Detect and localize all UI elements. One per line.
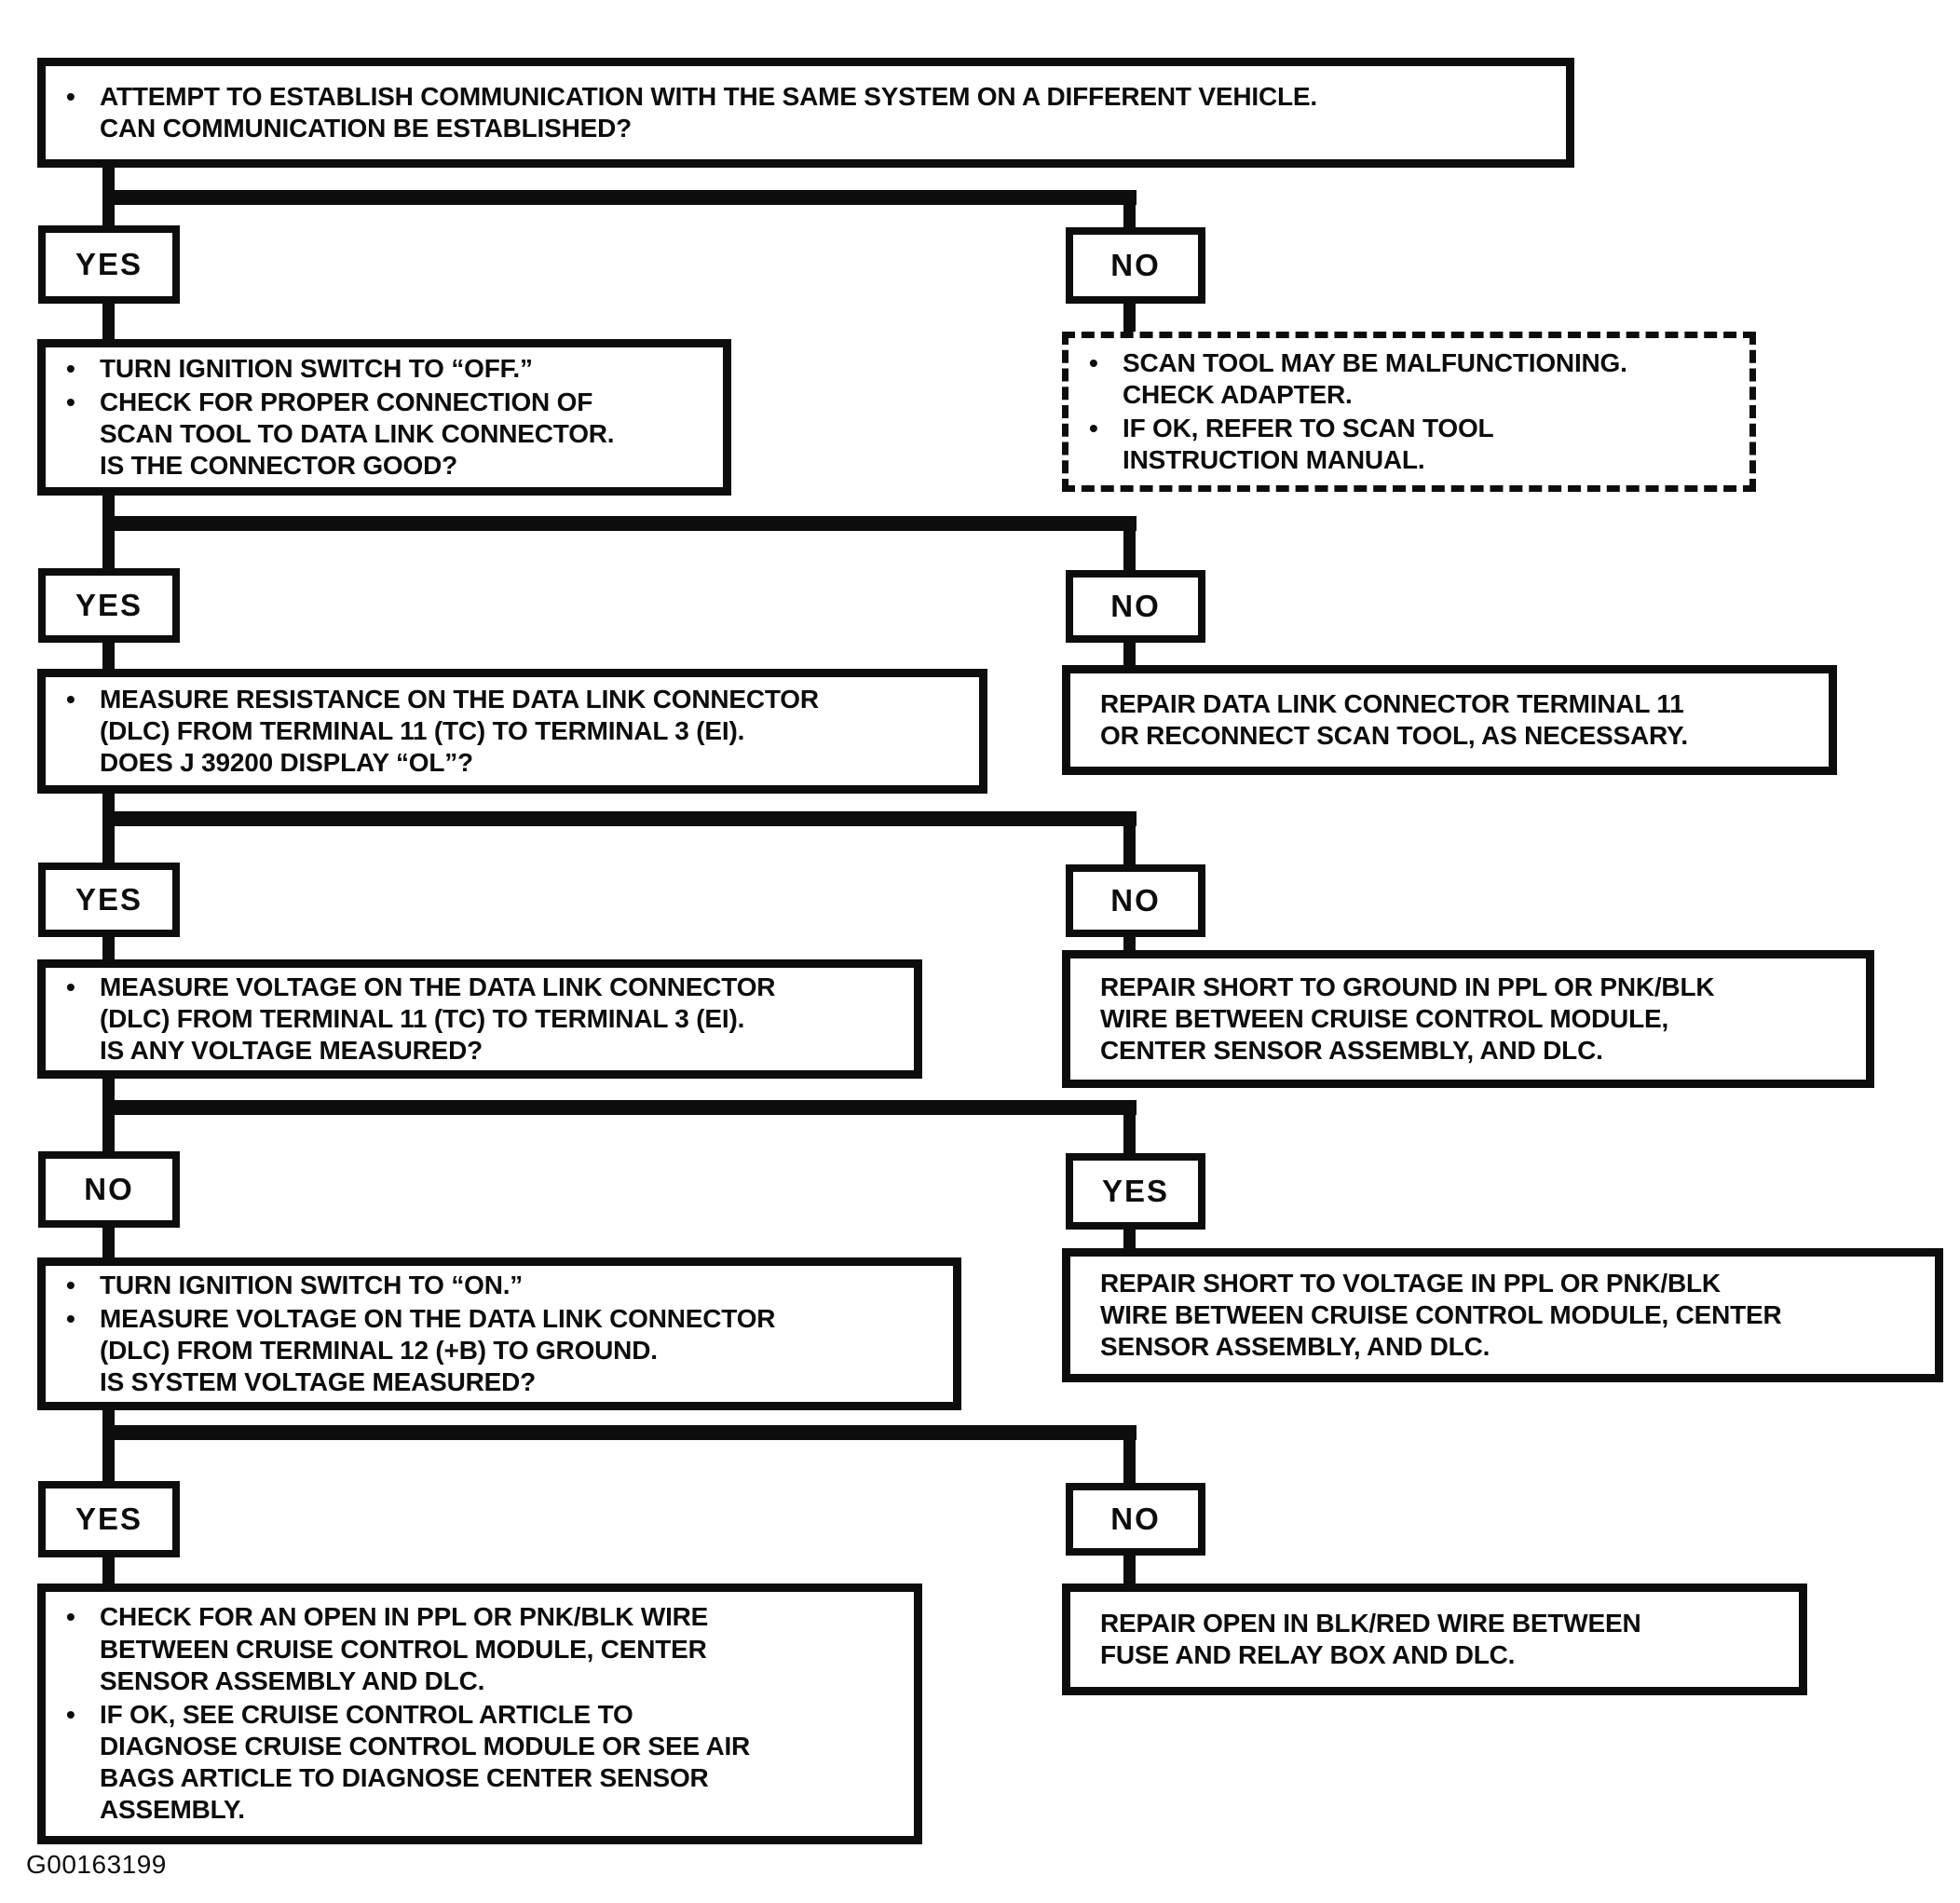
- result-box-repair-dlc-terminal: REPAIR DATA LINK CONNECTOR TERMINAL 11 O…: [1062, 665, 1837, 775]
- connector-line-vertical: [102, 1556, 115, 1584]
- box-text-line: • MEASURE VOLTAGE ON THE DATA LINK CONNEC…: [66, 1303, 936, 1398]
- box-text: REPAIR DATA LINK CONNECTOR TERMINAL 11 O…: [1100, 688, 1688, 750]
- connector-line-horizontal: [102, 811, 1137, 826]
- connector-line-vertical: [1123, 811, 1136, 864]
- step-box-measure-voltage: • MEASURE VOLTAGE ON THE DATA LINK CONNEC…: [37, 959, 922, 1079]
- box-text-line: • CHECK FOR AN OPEN IN PPL OR PNK/BLK WIR…: [66, 1601, 897, 1696]
- decision-label-yes: YES: [38, 863, 180, 937]
- box-text-line: • IF OK, SEE CRUISE CONTROL ARTICLE TO DI…: [66, 1699, 897, 1827]
- box-text: TURN IGNITION SWITCH TO “OFF.”: [100, 353, 533, 383]
- connector-line-vertical: [1123, 1425, 1136, 1483]
- connector-line-vertical: [102, 302, 115, 341]
- box-text: ATTEMPT TO ESTABLISH COMMUNICATION WITH …: [100, 81, 1317, 143]
- box-text-line: REPAIR SHORT TO GROUND IN PPL OR PNK/BLK…: [1091, 972, 1849, 1067]
- box-text: TURN IGNITION SWITCH TO “ON.”: [100, 1270, 524, 1299]
- box-text-line: REPAIR OPEN IN BLK/RED WIRE BETWEEN FUSE…: [1091, 1608, 1782, 1671]
- box-text: CHECK FOR AN OPEN IN PPL OR PNK/BLK WIRE…: [100, 1602, 709, 1695]
- connector-line-vertical: [102, 641, 115, 671]
- connector-line-vertical: [102, 792, 115, 864]
- bullet-glyph: •: [1089, 347, 1098, 377]
- bullet-glyph: •: [66, 972, 75, 1001]
- box-text: REPAIR SHORT TO GROUND IN PPL OR PNK/BLK…: [1100, 972, 1715, 1066]
- box-text-line: • TURN IGNITION SWITCH TO “OFF.”: [66, 353, 706, 385]
- box-text-line: REPAIR DATA LINK CONNECTOR TERMINAL 11 O…: [1091, 688, 1812, 752]
- bullet-glyph: •: [66, 1699, 75, 1729]
- box-text: REPAIR OPEN IN BLK/RED WIRE BETWEEN FUSE…: [1100, 1608, 1641, 1669]
- connector-line-vertical: [1123, 190, 1136, 229]
- connector-line-horizontal: [102, 1425, 1137, 1440]
- decision-label-yes: YES: [38, 568, 180, 643]
- connector-line-horizontal: [102, 516, 1137, 531]
- connector-line-vertical: [1123, 1554, 1136, 1584]
- bullet-glyph: •: [1089, 414, 1098, 442]
- box-text-line: • IF OK, REFER TO SCAN TOOL INSTRUCTION M…: [1089, 413, 1733, 476]
- step-box-check-open-wire: • CHECK FOR AN OPEN IN PPL OR PNK/BLK WIR…: [37, 1584, 922, 1844]
- decision-label-yes: YES: [1066, 1153, 1205, 1230]
- bullet-glyph: •: [66, 387, 75, 416]
- connector-line-vertical: [102, 494, 115, 570]
- box-text-line: • SCAN TOOL MAY BE MALFUNCTIONING. CHECK …: [1089, 347, 1733, 411]
- decision-label-no: NO: [1066, 570, 1205, 643]
- box-text-line: • MEASURE VOLTAGE ON THE DATA LINK CONNEC…: [66, 972, 897, 1067]
- step-box-ignition-on-measure-voltage: • TURN IGNITION SWITCH TO “ON.” • MEASURE V…: [37, 1257, 961, 1410]
- question-box-root: • ATTEMPT TO ESTABLISH COMMUNICATION WITH…: [37, 58, 1574, 168]
- box-text: IF OK, REFER TO SCAN TOOL INSTRUCTION MA…: [1123, 414, 1494, 475]
- bullet-glyph: •: [66, 1270, 75, 1299]
- box-text-line: REPAIR SHORT TO VOLTAGE IN PPL OR PNK/BL…: [1091, 1268, 1918, 1363]
- connector-line-vertical: [1123, 516, 1136, 570]
- box-text: IF OK, SEE CRUISE CONTROL ARTICLE TO DIA…: [100, 1699, 751, 1825]
- connector-line-horizontal: [102, 1100, 1137, 1115]
- result-box-repair-open-blk-red: REPAIR OPEN IN BLK/RED WIRE BETWEEN FUSE…: [1062, 1584, 1807, 1695]
- bullet-glyph: •: [66, 1602, 75, 1632]
- connector-line-vertical: [1123, 935, 1136, 952]
- box-text: MEASURE VOLTAGE ON THE DATA LINK CONNECT…: [100, 972, 776, 1066]
- connector-line-vertical: [1123, 1228, 1136, 1250]
- connector-line-vertical: [102, 1408, 115, 1483]
- box-text-line: • TURN IGNITION SWITCH TO “ON.”: [66, 1270, 936, 1301]
- step-box-check-connector: • TURN IGNITION SWITCH TO “OFF.” • CHECK FO…: [37, 339, 731, 496]
- decision-label-yes: YES: [38, 225, 180, 304]
- box-text: MEASURE VOLTAGE ON THE DATA LINK CONNECT…: [100, 1303, 776, 1397]
- result-box-repair-short-to-voltage: REPAIR SHORT TO VOLTAGE IN PPL OR PNK/BL…: [1062, 1248, 1943, 1382]
- connector-line-horizontal: [102, 190, 1137, 205]
- box-text: REPAIR SHORT TO VOLTAGE IN PPL OR PNK/BL…: [1100, 1268, 1782, 1362]
- decision-label-no: NO: [1066, 864, 1205, 937]
- box-text-line: • CHECK FOR PROPER CONNECTION OF SCAN TOO…: [66, 387, 706, 482]
- bullet-glyph: •: [66, 684, 75, 714]
- result-box-repair-short-to-ground: REPAIR SHORT TO GROUND IN PPL OR PNK/BLK…: [1062, 950, 1874, 1088]
- result-box-scan-tool-malfunction: • SCAN TOOL MAY BE MALFUNCTIONING. CHECK …: [1062, 332, 1756, 492]
- box-text-line: • ATTEMPT TO ESTABLISH COMMUNICATION WITH…: [66, 81, 1549, 144]
- connector-line-vertical: [1123, 302, 1136, 333]
- connector-line-vertical: [1123, 641, 1136, 667]
- box-text: CHECK FOR PROPER CONNECTION OF SCAN TOOL…: [100, 387, 615, 481]
- box-text-line: • MEASURE RESISTANCE ON THE DATA LINK CON…: [66, 684, 962, 779]
- bullet-glyph: •: [66, 353, 75, 383]
- connector-line-vertical: [102, 1079, 115, 1153]
- decision-label-yes: YES: [38, 1481, 180, 1557]
- connector-line-vertical: [1123, 1100, 1136, 1155]
- box-text: MEASURE RESISTANCE ON THE DATA LINK CONN…: [100, 684, 819, 778]
- connector-line-vertical: [102, 1226, 115, 1259]
- connector-line-vertical: [102, 935, 115, 961]
- figure-id: G00163199: [26, 1850, 167, 1879]
- bullet-glyph: •: [66, 81, 75, 111]
- decision-label-no: NO: [1066, 1483, 1205, 1556]
- bullet-glyph: •: [66, 1303, 75, 1333]
- decision-label-no: NO: [1066, 227, 1205, 304]
- step-box-measure-resistance: • MEASURE RESISTANCE ON THE DATA LINK CON…: [37, 669, 987, 794]
- box-text: SCAN TOOL MAY BE MALFUNCTIONING. CHECK A…: [1123, 347, 1627, 409]
- decision-label-no: NO: [38, 1151, 180, 1228]
